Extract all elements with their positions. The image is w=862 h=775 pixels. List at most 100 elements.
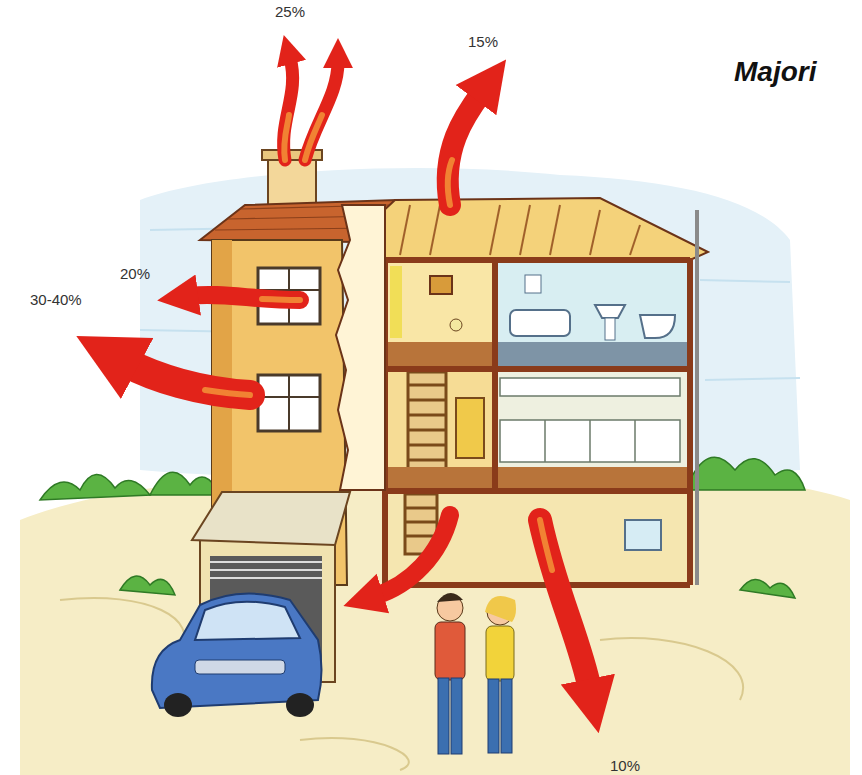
slat (590, 210, 600, 255)
cabinet-line (634, 420, 636, 462)
cabinet-line (544, 420, 546, 462)
car-grille (195, 660, 285, 674)
bathtub (510, 310, 570, 336)
cutaway-crack (336, 205, 385, 490)
arrow-tail (448, 160, 452, 205)
roof-section (350, 198, 708, 260)
wood-floor (498, 467, 688, 489)
hair (437, 593, 463, 602)
wood-floor (388, 467, 493, 489)
heat-arrow (375, 515, 450, 596)
kitchen-units (500, 378, 680, 462)
curtain (390, 266, 402, 338)
roof-slats (400, 205, 640, 255)
slat (520, 205, 530, 255)
bush (120, 576, 175, 595)
slat (430, 205, 440, 255)
toilet (640, 315, 675, 338)
door-slat (210, 561, 322, 563)
slat (490, 205, 500, 255)
leg (438, 678, 449, 754)
stair-step (408, 414, 446, 417)
percentage-label: 20% (120, 265, 150, 282)
woman (485, 596, 516, 753)
kitchen-wall (498, 372, 688, 467)
stair-step (408, 459, 446, 462)
bush (40, 474, 150, 500)
heat-arrow (448, 92, 482, 205)
door-slat (210, 577, 322, 579)
floor-slab (385, 257, 690, 263)
stair-step (408, 384, 446, 387)
percentage-label: 15% (468, 33, 498, 50)
shirt (435, 622, 465, 680)
shirt (486, 626, 514, 681)
lamp (450, 319, 462, 331)
stair-step (405, 521, 437, 524)
room-wall (388, 262, 493, 342)
car-wheel (286, 693, 314, 717)
sky-stroke (700, 280, 790, 282)
leg (501, 679, 512, 753)
arrow-tail (205, 390, 250, 395)
wall-cabinet (500, 378, 680, 396)
heat-arrows (125, 58, 590, 690)
car-windshield (195, 602, 300, 640)
stair-step (408, 399, 446, 402)
arrow-tail (262, 299, 300, 300)
heat-arrow (305, 62, 338, 160)
base-cabinet (500, 420, 680, 462)
man (435, 593, 465, 754)
floor-slab (385, 488, 690, 494)
arrow-tail (284, 115, 289, 160)
boiler (625, 520, 661, 550)
heat-arrow (190, 295, 300, 300)
hair (485, 596, 516, 622)
window (258, 375, 320, 431)
slat (630, 225, 640, 255)
cabinet-line (589, 420, 591, 462)
percentage-label: 10% (610, 757, 640, 774)
heat-arrow (284, 58, 293, 160)
arrow-tail (540, 520, 552, 570)
outer-wall (687, 258, 693, 585)
door-slat (210, 569, 322, 571)
tap (525, 275, 541, 293)
picture (430, 276, 452, 294)
garage-awning (192, 492, 350, 545)
percentage-label: 25% (275, 3, 305, 20)
bush (690, 457, 805, 490)
slat (550, 205, 560, 255)
tiled-floor (498, 342, 688, 368)
percentage-label: 30-40% (30, 291, 82, 308)
car-wheel (164, 693, 192, 717)
partition-wall (492, 260, 498, 491)
foundation (385, 582, 690, 588)
leg (488, 679, 499, 753)
title: Majori (734, 56, 816, 88)
leg (451, 678, 462, 754)
bathroom-wall (498, 262, 688, 342)
bush (150, 472, 220, 495)
sink-stand (605, 318, 615, 340)
window-bar (288, 375, 290, 431)
stair-step (408, 429, 446, 432)
wood-floor (388, 342, 493, 368)
heat-arrow (125, 362, 250, 395)
ground (20, 474, 850, 775)
stair-step (408, 444, 446, 447)
door (456, 398, 484, 458)
stair-step (405, 507, 437, 510)
arrow-tail (305, 115, 322, 160)
garage-door (210, 562, 322, 578)
drain-pipe (695, 210, 699, 585)
sky-stroke (705, 378, 800, 380)
window-bar (258, 396, 320, 398)
heat-arrow (540, 520, 590, 690)
car-body (152, 594, 322, 708)
arrow-glow (205, 115, 552, 570)
sink (595, 305, 625, 318)
floor-slab (385, 366, 690, 372)
